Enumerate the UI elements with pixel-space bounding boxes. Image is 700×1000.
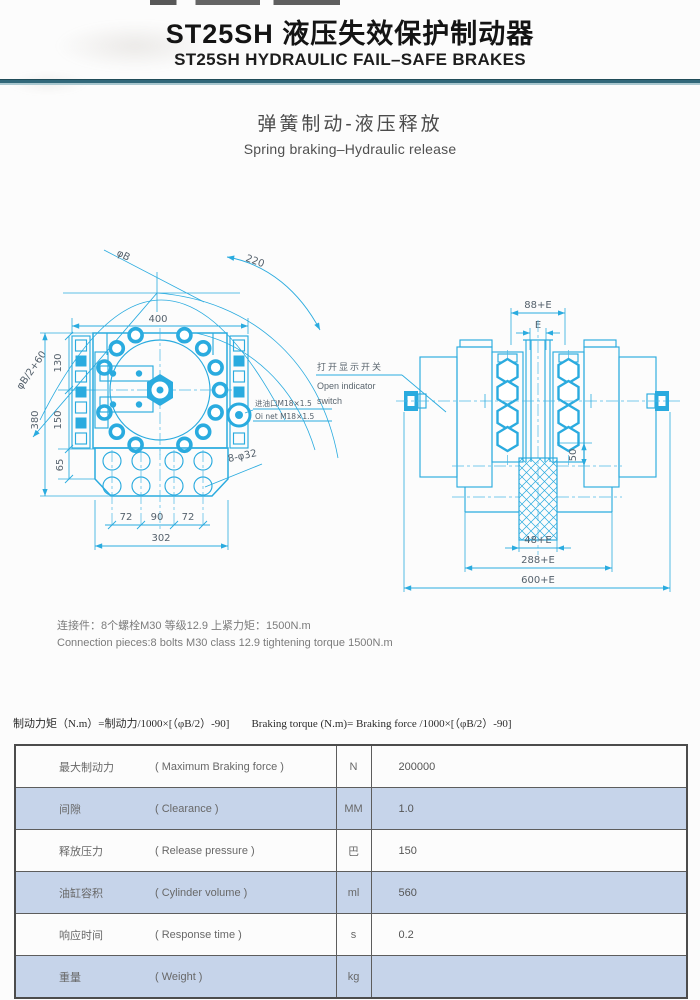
section-title-en: Spring braking–Hydraulic release bbox=[243, 141, 457, 157]
divider-light-line bbox=[0, 83, 700, 85]
page-title: ST25SH 液压失效保护制动器 bbox=[165, 19, 535, 49]
dim-150-label: 150 bbox=[53, 410, 64, 429]
formula-cn: 制动力矩（N.m）=制动力/1000×[（φB/2）-90] bbox=[13, 718, 230, 730]
table-row: 响应时间 ( Response time ) s 0.2 bbox=[14, 913, 688, 956]
param-unit: s bbox=[335, 913, 372, 956]
param-name-cn: 最大制动力 bbox=[59, 761, 114, 774]
param-name-en: ( Cylinder volume ) bbox=[155, 886, 248, 899]
dim-88e-label: 88+E bbox=[524, 300, 551, 311]
table-row: 间隙 ( Clearance ) MM 1.0 bbox=[14, 787, 688, 830]
param-name-en: ( Maximum Braking force ) bbox=[155, 760, 284, 773]
oil-port-label-en: Oi net M18×1.5 bbox=[255, 412, 315, 421]
dim-220-label: 220 bbox=[244, 253, 266, 270]
divider-dark-line bbox=[0, 79, 700, 83]
technical-drawings: φB φB/2+60 220 400 bbox=[15, 248, 680, 592]
dim-48e-label: 48+E bbox=[524, 535, 551, 546]
spring-stack-left bbox=[496, 350, 519, 465]
dim-90-label: 90 bbox=[151, 512, 164, 523]
fastener-strip-right bbox=[226, 335, 252, 449]
switch-label-en2: switch bbox=[317, 396, 342, 406]
connection-note-en: Connection pieces:8 bolts M30 class 12.9… bbox=[57, 637, 393, 649]
param-name-cn: 响应时间 bbox=[59, 929, 103, 942]
base-plate bbox=[94, 447, 229, 497]
lever-arm bbox=[94, 351, 154, 429]
param-value: 1.0 bbox=[370, 787, 688, 830]
param-value: 200000 bbox=[370, 744, 688, 788]
table-row: 最大制动力 ( Maximum Braking force ) N 200000 bbox=[14, 744, 688, 788]
param-name-en: ( Release pressure ) bbox=[155, 844, 255, 857]
spec-table: 最大制动力( Maximum Braking force ) N 200000 … bbox=[14, 744, 688, 999]
param-name-cn: 释放压力 bbox=[59, 845, 103, 858]
spring-stack-right bbox=[557, 350, 580, 465]
param-unit: N bbox=[335, 744, 372, 788]
section-title: 弹簧制动-液压释放 bbox=[257, 114, 443, 135]
param-name-en: ( Weight ) bbox=[155, 970, 203, 983]
param-unit: MM bbox=[335, 787, 372, 830]
connection-note-cn: 连接件：8个螺栓M30 等级12.9 上紧力矩：1500N.m bbox=[57, 620, 311, 632]
dim-600e-label: 600+E bbox=[521, 575, 555, 586]
dim-130-label: 130 bbox=[53, 353, 64, 372]
table-row: 油缸容积 ( Cylinder volume ) ml 560 bbox=[14, 871, 688, 914]
scan-artifact-blob bbox=[55, 22, 215, 70]
dim-380-label: 380 bbox=[30, 410, 41, 429]
dim-302-label: 302 bbox=[151, 533, 170, 544]
param-unit: ml bbox=[335, 871, 372, 914]
brake-disc-hatched bbox=[518, 457, 558, 541]
bolt-ring-right bbox=[176, 326, 229, 454]
dim-400-label: 400 bbox=[148, 314, 167, 325]
braking-torque-formula: 制动力矩（N.m）=制动力/1000×[（φB/2）-90] Braking to… bbox=[13, 715, 512, 731]
param-unit: 巴 bbox=[335, 829, 372, 872]
dim-phi-b-label: φB bbox=[115, 248, 132, 264]
dim-72-right-label: 72 bbox=[182, 512, 195, 523]
param-name-en: ( Response time ) bbox=[155, 928, 242, 941]
dim-50-label: 50 bbox=[568, 449, 579, 462]
dim-holes-label: 8-φ32 bbox=[227, 448, 258, 465]
param-value: 150 bbox=[370, 829, 688, 872]
switch-label-en1: Open indicator bbox=[317, 381, 376, 391]
param-value bbox=[370, 955, 688, 999]
param-unit: kg bbox=[335, 955, 372, 999]
param-name-cn: 油缸容积 bbox=[59, 887, 103, 900]
dim-72-left-label: 72 bbox=[120, 512, 133, 523]
page-title-en: ST25SH HYDRAULIC FAIL–SAFE BRAKES bbox=[174, 50, 526, 69]
dim-288e-label: 288+E bbox=[521, 555, 555, 566]
param-value: 560 bbox=[370, 871, 688, 914]
dim-phi-b2-60-label: φB/2+60 bbox=[15, 349, 49, 392]
param-value: 0.2 bbox=[370, 913, 688, 956]
front-view-drawing: φB φB/2+60 220 400 bbox=[15, 248, 339, 550]
param-name-cn: 重量 bbox=[59, 971, 81, 984]
dim-65-label: 65 bbox=[55, 459, 66, 472]
connection-notes: 连接件：8个螺栓M30 等级12.9 上紧力矩：1500N.m Connecti… bbox=[57, 618, 393, 652]
fastener-strip-left bbox=[71, 335, 91, 449]
param-name-cn: 间隙 bbox=[59, 803, 81, 816]
scan-artifact-top bbox=[150, 0, 340, 5]
param-name-en: ( Clearance ) bbox=[155, 802, 219, 815]
side-view-drawing: 88+E E bbox=[316, 300, 680, 592]
housing bbox=[419, 339, 657, 488]
switch-label-cn: 打开显示开关 bbox=[317, 361, 383, 372]
base-holes bbox=[102, 451, 213, 496]
table-row: 重量 ( Weight ) kg bbox=[14, 955, 688, 999]
table-row: 释放压力 ( Release pressure ) 巴 150 bbox=[14, 829, 688, 872]
formula-en: Braking torque (N.m)= Braking force /100… bbox=[251, 718, 512, 730]
divider-bar bbox=[0, 79, 700, 85]
oil-port-label-cn: 进油口M18×1.5 bbox=[255, 398, 312, 408]
